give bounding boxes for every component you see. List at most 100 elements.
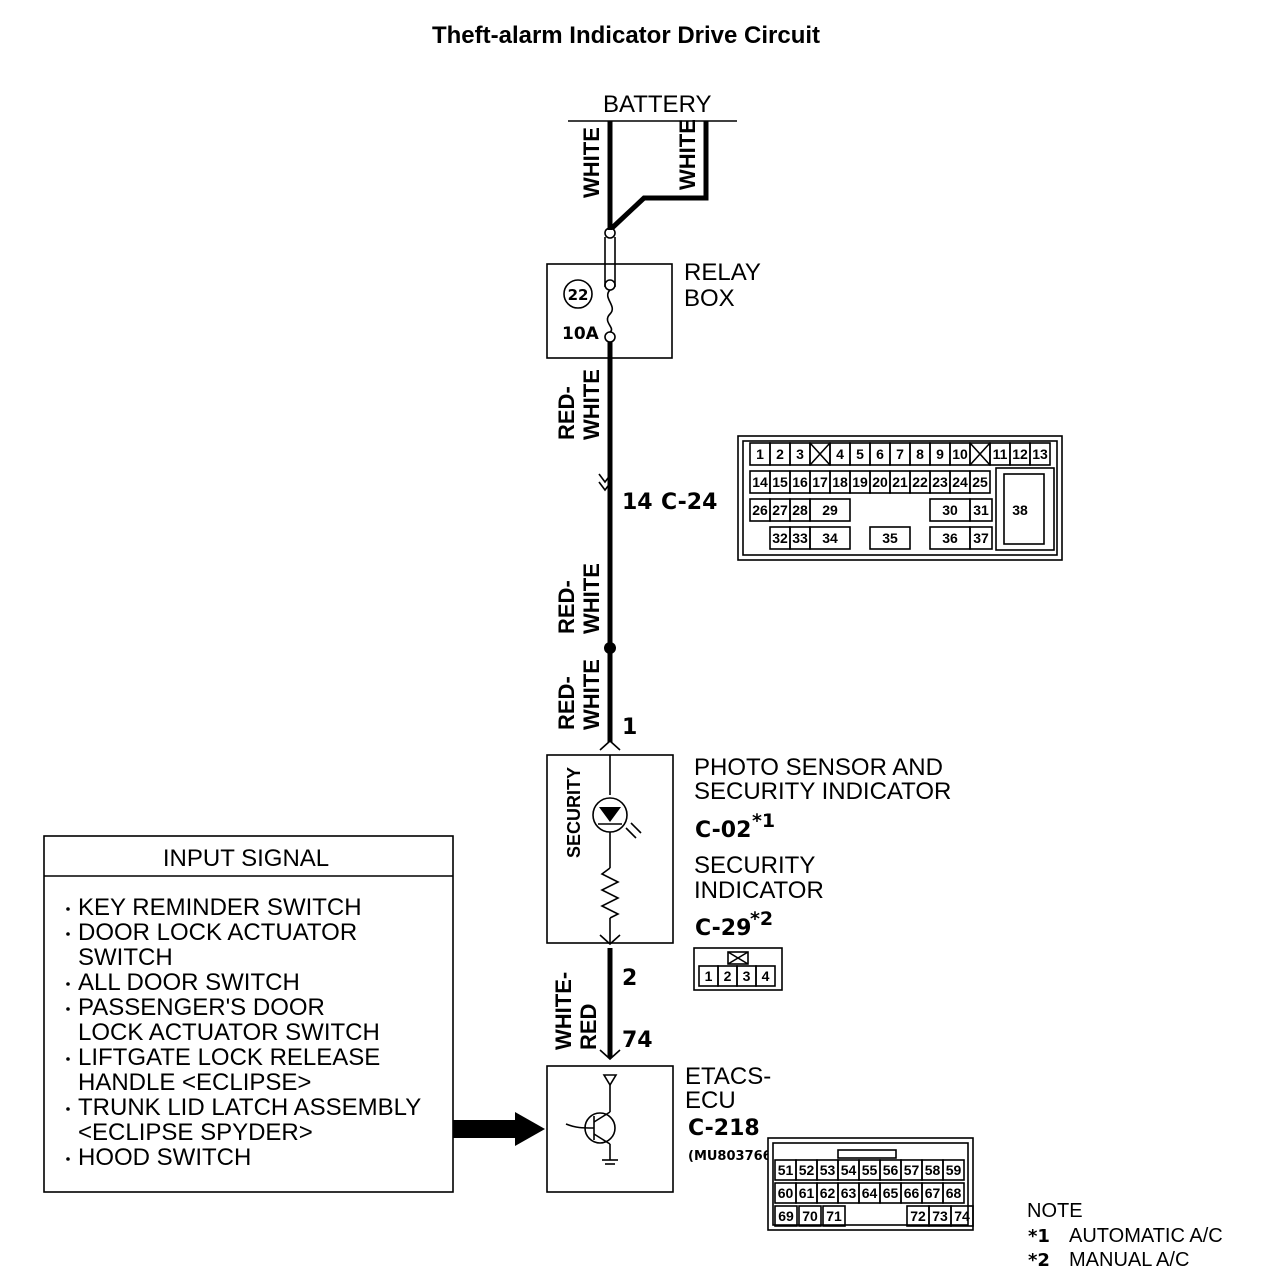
indicator-note-2: *2 <box>750 908 773 930</box>
c24-pin-label: 18 <box>832 474 848 490</box>
transistor-icon-collector <box>593 1111 611 1123</box>
c24-pin-label: 20 <box>872 474 888 490</box>
bullet-icon <box>66 1007 70 1011</box>
c24-pin-label: 1 <box>756 446 764 462</box>
connector-c24-chevron-2 <box>598 481 612 492</box>
c24-pin-label: 9 <box>936 446 944 462</box>
wire-battery-right <box>610 121 709 230</box>
c24-pin-label: 17 <box>812 474 828 490</box>
relay-box-label-line2: BOX <box>684 285 735 312</box>
c24-pin-label: 32 <box>772 530 788 546</box>
resistor-icon <box>600 867 620 919</box>
connector-c24-pin-38: 38 <box>1012 502 1028 518</box>
bullet-icon <box>66 1157 70 1161</box>
etacs-pin-chevron <box>599 1049 621 1061</box>
c24-pin-label: 11 <box>993 446 1008 462</box>
c24-pin-label: 5 <box>856 446 864 462</box>
sensor-box-label: SECURITY <box>564 767 584 858</box>
input-signal-item: LOCK ACTUATOR SWITCH <box>78 1019 380 1046</box>
sensor-note-1: *1 <box>752 810 775 832</box>
bullet-icon <box>66 1057 70 1061</box>
indicator-name-line1: SECURITY <box>694 852 815 879</box>
c24-pin-label: 22 <box>912 474 928 490</box>
relay-box-terminal-top <box>604 227 616 239</box>
input-signal-item: SWITCH <box>78 944 173 971</box>
note-text-2: MANUAL A/C <box>1069 1249 1189 1271</box>
connector-c24-pin: 14 <box>622 490 653 515</box>
wire-label-red-white-1a: RED- <box>554 386 579 440</box>
transistor-icon-emitter <box>593 1133 611 1145</box>
c218-pin-label: 63 <box>841 1185 857 1201</box>
battery-label: BATTERY <box>603 91 711 118</box>
bullet-icon <box>66 907 70 911</box>
etacs-name-line1: ETACS- <box>685 1063 771 1090</box>
c218-pin-cell <box>942 1182 965 1204</box>
c218-pin-label: 57 <box>904 1162 920 1178</box>
sensor-pin-bottom: 2 <box>622 966 637 991</box>
connector-c29-outline <box>693 947 783 991</box>
c24-pin-label: 37 <box>973 530 989 546</box>
connector-c218-inner <box>772 1142 969 1226</box>
c29-pin-label: 3 <box>743 968 751 984</box>
c24-pin-label: 27 <box>772 502 788 518</box>
c29-pin-cell <box>755 965 776 987</box>
c218-pin-label: 53 <box>820 1162 836 1178</box>
indicator-connector-c29: C-29 <box>695 916 751 941</box>
c218-pin-cell <box>942 1159 965 1181</box>
c218-pin-cell <box>774 1205 798 1227</box>
wire-label-white-red-a: WHITE- <box>551 972 576 1050</box>
c218-pin-label: 59 <box>946 1162 962 1178</box>
battery-wires: WHITE WHITE <box>579 119 709 230</box>
bullet-icon <box>66 1107 70 1111</box>
c24-pin-label: 7 <box>896 446 904 462</box>
main-wire: 14 C-24 RED- WHITE RED- WHITE RED- WHITE <box>554 342 717 742</box>
c24-pin-cell <box>969 526 993 550</box>
c24-pin-cell <box>969 498 993 522</box>
c218-pin-label: 64 <box>862 1185 878 1201</box>
sensor-name-line1: PHOTO SENSOR AND <box>694 754 943 781</box>
bullet-icon <box>66 932 70 936</box>
diagram-title: Theft-alarm Indicator Drive Circuit <box>432 22 820 49</box>
c218-pin-label: 54 <box>841 1162 857 1178</box>
connector-c29-latch <box>727 951 749 965</box>
c24-pin-label: 21 <box>892 474 908 490</box>
c218-pin-label: 72 <box>910 1208 926 1224</box>
c24-pin-label: 6 <box>876 446 884 462</box>
c24-pin-cell <box>1029 442 1051 466</box>
c218-pin-label: 51 <box>778 1162 794 1178</box>
input-arrow-icon <box>515 1112 545 1146</box>
c24-pin-cell <box>809 526 851 550</box>
wire-label-red-white-1b: WHITE <box>579 369 604 440</box>
sensor-pin1-chevron <box>599 739 621 751</box>
c218-pin-label: 56 <box>883 1162 899 1178</box>
c218-pin-label: 70 <box>802 1208 818 1224</box>
c24-pin-label: 3 <box>796 446 804 462</box>
wire-label-red-white-2a: RED- <box>554 580 579 634</box>
input-signal-outline <box>43 835 454 1193</box>
c29-pin-label: 4 <box>762 968 770 984</box>
led-icon <box>599 807 621 822</box>
c24-pin-cell <box>969 470 991 494</box>
c218-pin-cell <box>798 1205 822 1227</box>
c24-pin-label: 16 <box>792 474 808 490</box>
input-signal-header: INPUT SIGNAL <box>163 845 329 872</box>
relay-box-label-line1: RELAY <box>684 259 761 286</box>
c24-pin-label: 15 <box>772 474 788 490</box>
c24-pin-label: 33 <box>792 530 808 546</box>
c24-pin-label: 31 <box>973 502 989 518</box>
c24-pin-cell <box>869 526 911 550</box>
c24-pin-label: 35 <box>882 530 898 546</box>
etacs-input-marker <box>602 1074 618 1087</box>
c218-pin-label: 65 <box>883 1185 899 1201</box>
input-signal-item: ALL DOOR SWITCH <box>78 969 300 996</box>
connector-c24-inner <box>742 440 1058 556</box>
input-signal-item: LIFTGATE LOCK RELEASE <box>78 1044 380 1071</box>
led-ray-1 <box>625 827 637 839</box>
c218-pin-label: 74 <box>954 1208 970 1224</box>
etacs-name-line2: ECU <box>685 1087 736 1114</box>
fuse-number: 22 <box>568 286 589 304</box>
